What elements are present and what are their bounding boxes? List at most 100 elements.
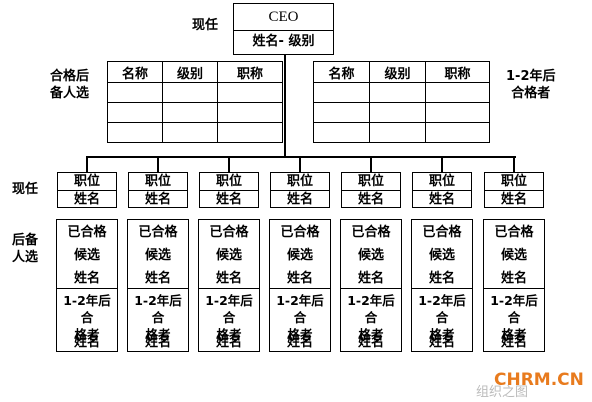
label-future-qualified: 1-2年后 合格者 bbox=[506, 69, 556, 101]
candidate-ready-now: 已合格 bbox=[138, 225, 178, 240]
table-cell bbox=[107, 102, 163, 123]
table-cell bbox=[425, 122, 490, 143]
candidate-divider bbox=[412, 288, 472, 289]
connector-drop bbox=[228, 156, 230, 172]
candidate-name: 姓名 bbox=[357, 271, 384, 286]
candidate-name: 姓名 bbox=[215, 271, 242, 286]
candidate-name: 姓名 bbox=[144, 271, 171, 286]
table-cell bbox=[107, 122, 163, 143]
position-box: 职位姓名 bbox=[57, 172, 117, 208]
position-name: 姓名 bbox=[58, 190, 116, 208]
connector-drop bbox=[513, 156, 515, 172]
candidate-ready-later: 1-2年后合 格者 bbox=[63, 293, 111, 342]
candidate-ready-later: 1-2年后合 格者 bbox=[276, 293, 324, 342]
ceo-box: CEO 姓名- 级别 bbox=[233, 3, 334, 55]
connector-vertical-ceo bbox=[284, 55, 286, 157]
table-cell bbox=[313, 82, 370, 103]
position-box: 职位姓名 bbox=[128, 172, 188, 208]
candidate-name: 姓名 bbox=[286, 271, 313, 286]
candidate-name-later: 姓名 bbox=[428, 335, 455, 350]
candidate-label: 候选 bbox=[500, 248, 527, 263]
candidate-name: 姓名 bbox=[73, 271, 100, 286]
candidate-divider bbox=[270, 288, 330, 289]
label-qualified-successor: 合格后 备人选 bbox=[50, 69, 90, 101]
position-title: 职位 bbox=[215, 174, 242, 189]
label-successor-candidates: 后备 人选 bbox=[12, 233, 39, 265]
position-name: 姓名 bbox=[129, 190, 187, 208]
label-current-ceo: 现任 bbox=[192, 18, 219, 33]
table-cell bbox=[162, 102, 218, 123]
connector-drop bbox=[86, 156, 88, 172]
position-name: 姓名 bbox=[413, 190, 471, 208]
table-cell bbox=[107, 82, 163, 103]
table-cell bbox=[313, 102, 370, 123]
table-cell bbox=[369, 82, 426, 103]
position-title: 职位 bbox=[357, 174, 384, 189]
candidate-ready-later: 1-2年后合 格者 bbox=[418, 293, 466, 342]
table-cell bbox=[313, 122, 370, 143]
candidate-label: 候选 bbox=[286, 248, 313, 263]
table-cell bbox=[217, 102, 283, 123]
ceo-title: CEO bbox=[268, 9, 299, 25]
connector-drop bbox=[370, 156, 372, 172]
position-title: 职位 bbox=[500, 174, 527, 189]
candidate-name: 姓名 bbox=[428, 271, 455, 286]
candidate-ready-now: 已合格 bbox=[67, 225, 107, 240]
candidate-ready-now: 已合格 bbox=[422, 225, 462, 240]
candidate-divider bbox=[128, 288, 188, 289]
header-title: 职称 bbox=[217, 61, 283, 83]
candidate-name: 姓名 bbox=[500, 271, 527, 286]
position-box: 职位姓名 bbox=[341, 172, 401, 208]
candidate-name-later: 姓名 bbox=[73, 335, 100, 350]
candidate-label: 候选 bbox=[428, 248, 455, 263]
candidate-divider bbox=[57, 288, 117, 289]
connector-drop bbox=[157, 156, 159, 172]
table-cell bbox=[217, 82, 283, 103]
connector-drop bbox=[299, 156, 301, 172]
table-cell bbox=[425, 102, 490, 123]
position-box: 职位姓名 bbox=[412, 172, 472, 208]
header-name: 名称 bbox=[313, 61, 370, 83]
candidate-name-later: 姓名 bbox=[215, 335, 242, 350]
header-name: 名称 bbox=[107, 61, 163, 83]
position-title: 职位 bbox=[73, 174, 100, 189]
position-title: 职位 bbox=[428, 174, 455, 189]
candidate-label: 候选 bbox=[357, 248, 384, 263]
candidate-divider bbox=[484, 288, 544, 289]
watermark-logo: CHRM.CN bbox=[494, 370, 584, 390]
position-name: 姓名 bbox=[271, 190, 329, 208]
position-box: 职位姓名 bbox=[484, 172, 544, 208]
successor-table-right: 名称 级别 职称 bbox=[313, 61, 490, 143]
table-cell bbox=[162, 82, 218, 103]
candidate-ready-now: 已合格 bbox=[351, 225, 391, 240]
header-level: 级别 bbox=[162, 61, 218, 83]
candidate-ready-later: 1-2年后合 格者 bbox=[134, 293, 182, 342]
table-cell bbox=[162, 122, 218, 143]
table-cell bbox=[217, 122, 283, 143]
connector-drop bbox=[441, 156, 443, 172]
header-title: 职称 bbox=[425, 61, 490, 83]
candidate-divider bbox=[199, 288, 259, 289]
position-box: 职位姓名 bbox=[199, 172, 259, 208]
header-level: 级别 bbox=[369, 61, 426, 83]
position-name: 姓名 bbox=[200, 190, 258, 208]
position-box: 职位姓名 bbox=[270, 172, 330, 208]
watermark-sub: 组织之图 bbox=[476, 385, 529, 400]
position-name: 姓名 bbox=[485, 190, 543, 208]
position-title: 职位 bbox=[144, 174, 171, 189]
candidate-ready-later: 1-2年后合 格者 bbox=[347, 293, 395, 342]
table-cell bbox=[369, 102, 426, 123]
candidate-ready-now: 已合格 bbox=[209, 225, 249, 240]
table-cell bbox=[425, 82, 490, 103]
position-name: 姓名 bbox=[342, 190, 400, 208]
table-cell bbox=[369, 122, 426, 143]
candidate-label: 候选 bbox=[215, 248, 242, 263]
label-current-positions: 现任 bbox=[12, 182, 39, 197]
